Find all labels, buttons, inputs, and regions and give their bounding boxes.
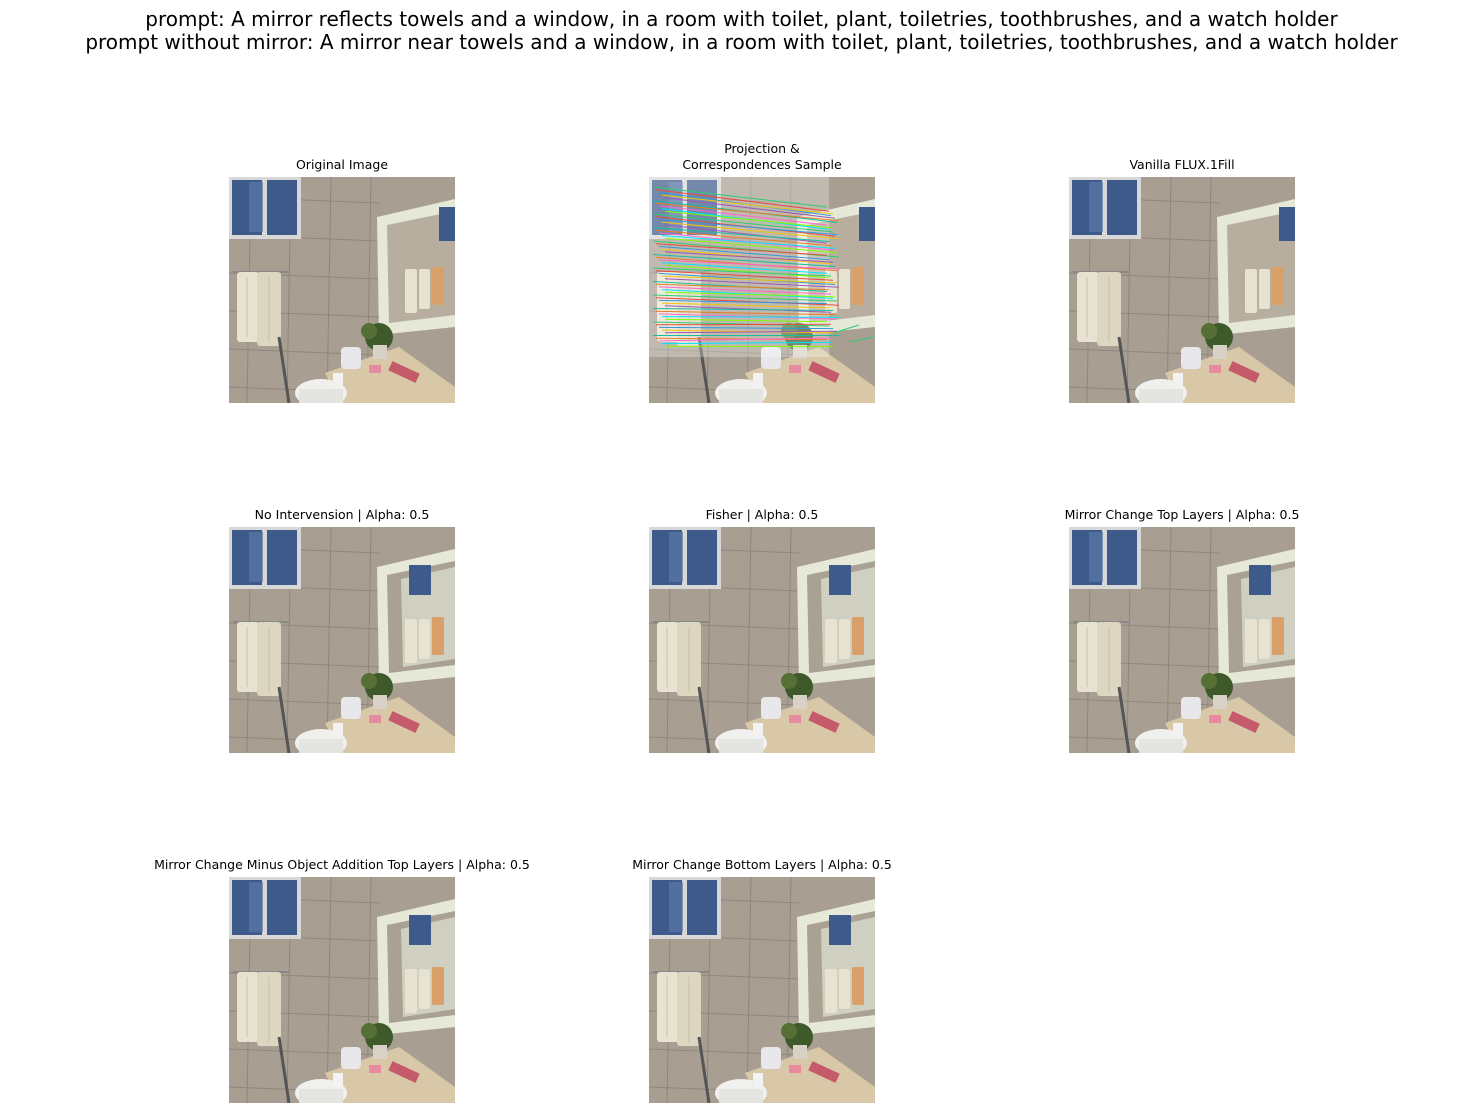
panel-title: Fisher | Alpha: 0.5 [705, 507, 819, 522]
panel-title: Original Image [295, 157, 389, 172]
panel-mirror-change-bottom-layers: Mirror Change Bottom Layers | Alpha: 0.5 [632, 857, 892, 1103]
bathroom-photo [229, 527, 455, 753]
bathroom-photo [229, 177, 455, 403]
bathroom-photo [649, 527, 875, 753]
photo-illustration [229, 877, 455, 1103]
panel-title: Projection & Correspondences Sample [682, 141, 842, 172]
panel-title: No Intervension | Alpha: 0.5 [254, 507, 430, 522]
bathroom-photo [229, 877, 455, 1103]
panel-fisher: Fisher | Alpha: 0.5 [649, 507, 875, 753]
photo-illustration [1069, 177, 1295, 403]
prompt-line: prompt: A mirror reflects towels and a w… [145, 7, 1338, 31]
prompt-without-mirror-line: prompt without mirror: A mirror near tow… [85, 30, 1398, 54]
photo-illustration [1069, 527, 1295, 753]
photo-illustration [649, 527, 875, 753]
photo-illustration [649, 177, 875, 403]
panel-correspondences: Projection & Correspondences Sample [649, 141, 875, 403]
bathroom-photo-with-correspondences [649, 177, 875, 403]
panel-mirror-change-top-layers: Mirror Change Top Layers | Alpha: 0.5 [1065, 507, 1299, 753]
panel-no-intervention: No Intervension | Alpha: 0.5 [229, 507, 455, 753]
photo-illustration [229, 527, 455, 753]
bathroom-photo [649, 877, 875, 1103]
panel-title: Mirror Change Bottom Layers | Alpha: 0.5 [632, 857, 892, 872]
panel-mirror-change-minus-object-addition: Mirror Change Minus Object Addition Top … [154, 857, 530, 1103]
bathroom-photo [1069, 527, 1295, 753]
photo-illustration [229, 177, 455, 403]
figure-suptitle: prompt: A mirror reflects towels and a w… [0, 8, 1483, 54]
panel-title: Mirror Change Minus Object Addition Top … [154, 857, 530, 872]
bathroom-photo [1069, 177, 1295, 403]
panel-title: Mirror Change Top Layers | Alpha: 0.5 [1064, 507, 1300, 522]
photo-illustration [649, 877, 875, 1103]
panel-vanilla-flux: Vanilla FLUX.1Fill [1069, 157, 1295, 403]
panel-original-image: Original Image [229, 157, 455, 403]
panel-title: Vanilla FLUX.1Fill [1129, 157, 1235, 172]
